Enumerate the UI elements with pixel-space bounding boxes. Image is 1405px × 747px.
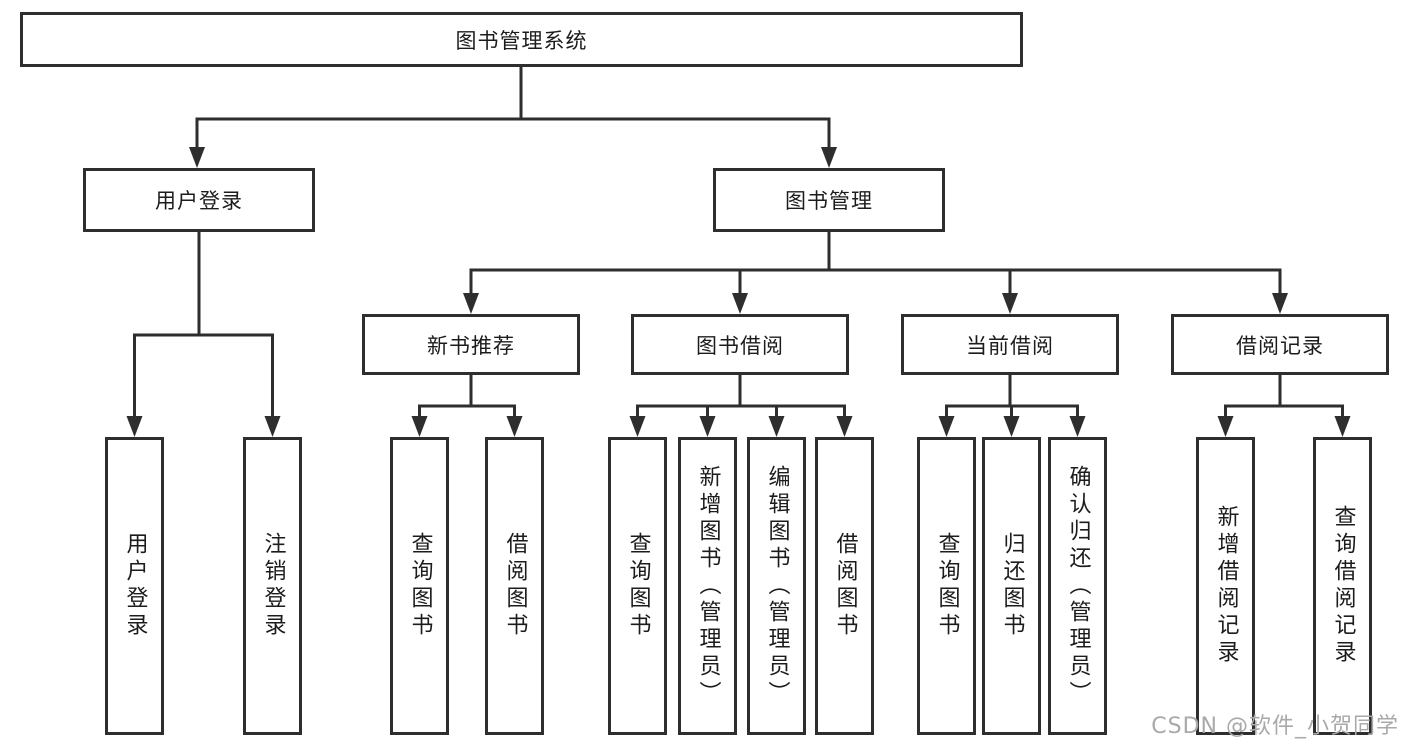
leaf-add-borrow-record-label: 新增借阅记录 <box>1213 505 1239 667</box>
leaf-add-books-admin: 新增图书（管理员） <box>678 437 737 735</box>
leaf-user-login-label: 用户登录 <box>122 532 148 640</box>
leaf-user-login: 用户登录 <box>105 437 164 735</box>
node-borrow-records: 借阅记录 <box>1171 314 1389 375</box>
leaf-logout: 注销登录 <box>243 437 302 735</box>
leaf-return-books: 归还图书 <box>982 437 1041 735</box>
node-new-book-recommend-label: 新书推荐 <box>427 333 515 358</box>
leaf-query-books-borrow-label: 查询图书 <box>625 532 651 640</box>
node-user-login-label: 用户登录 <box>155 189 243 213</box>
leaf-confirm-return-admin: 确认归还（管理员） <box>1048 437 1107 735</box>
node-book-management-label: 图书管理 <box>785 189 873 213</box>
leaf-edit-books-admin-label: 编辑图书（管理员） <box>764 464 790 708</box>
node-book-borrow-label: 图书借阅 <box>696 333 784 358</box>
leaf-borrow-books-recommend: 借阅图书 <box>485 437 544 735</box>
node-user-login: 用户登录 <box>83 168 315 232</box>
leaf-logout-label: 注销登录 <box>260 532 286 640</box>
node-root-label: 图书管理系统 <box>455 28 588 53</box>
node-current-borrow-label: 当前借阅 <box>966 333 1054 358</box>
leaf-add-books-admin-label: 新增图书（管理员） <box>695 464 721 708</box>
leaf-query-books-current: 查询图书 <box>917 437 976 735</box>
node-new-book-recommend: 新书推荐 <box>362 314 580 375</box>
leaf-edit-books-admin: 编辑图书（管理员） <box>747 437 806 735</box>
leaf-borrow-books-label: 借阅图书 <box>832 532 858 640</box>
leaf-query-books-current-label: 查询图书 <box>934 532 960 640</box>
leaf-query-books-recommend: 查询图书 <box>390 437 449 735</box>
node-current-borrow: 当前借阅 <box>901 314 1119 375</box>
leaf-return-books-label: 归还图书 <box>999 532 1025 640</box>
leaf-query-borrow-record: 查询借阅记录 <box>1313 437 1372 735</box>
leaf-query-books-recommend-label: 查询图书 <box>407 532 433 640</box>
leaf-query-books-borrow: 查询图书 <box>608 437 667 735</box>
node-borrow-records-label: 借阅记录 <box>1236 333 1324 358</box>
node-root: 图书管理系统 <box>20 12 1023 67</box>
leaf-add-borrow-record: 新增借阅记录 <box>1196 437 1255 735</box>
leaf-query-borrow-record-label: 查询借阅记录 <box>1330 505 1356 667</box>
node-book-borrow: 图书借阅 <box>631 314 849 375</box>
csdn-watermark: CSDN @软件_小贺同学 <box>1151 714 1399 739</box>
node-book-management: 图书管理 <box>713 168 945 232</box>
leaf-borrow-books: 借阅图书 <box>815 437 874 735</box>
leaf-borrow-books-recommend-label: 借阅图书 <box>502 532 528 640</box>
leaf-confirm-return-admin-label: 确认归还（管理员） <box>1065 464 1091 708</box>
